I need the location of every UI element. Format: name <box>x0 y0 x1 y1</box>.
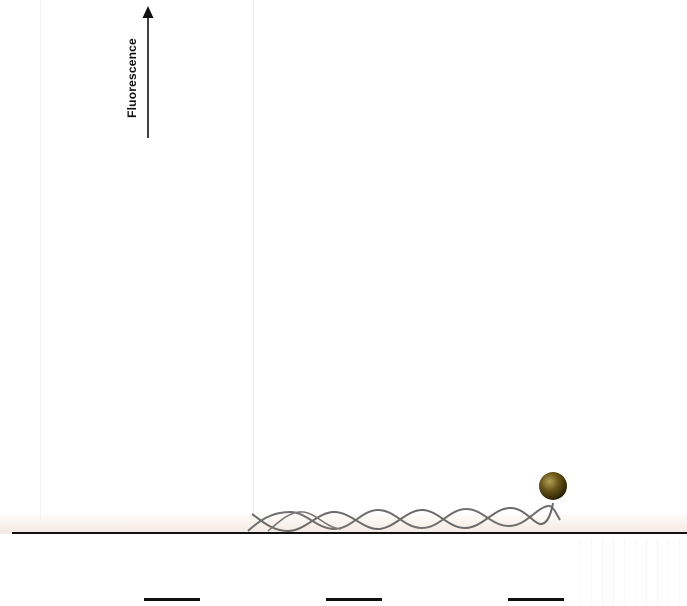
time-tick-2 <box>326 598 382 601</box>
time-tick-3 <box>508 598 564 601</box>
fluorophore-bead <box>539 472 567 500</box>
surface-line <box>12 532 687 534</box>
time-tick-1 <box>144 598 200 601</box>
dna-strand-a <box>248 506 560 531</box>
